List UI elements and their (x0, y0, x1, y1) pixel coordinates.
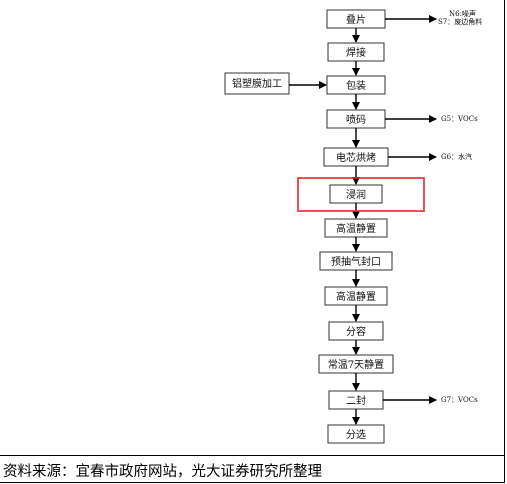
process-label: 预抽气封口 (331, 255, 381, 268)
process-flow-diagram: 叠片焊接包装喷码电芯烘烤浸润高温静置预抽气封口高温静置分容常温7天静置二封分选铝… (224, 9, 482, 444)
process-label: 二封 (346, 394, 366, 407)
process-label: 叠片 (346, 13, 366, 26)
process-label: 分选 (346, 428, 366, 441)
process-label: 高温静置 (336, 290, 376, 303)
output-label: G7：VOCs (441, 396, 478, 404)
process-label: 常温7天静置 (328, 358, 384, 371)
process-label: 浸润 (346, 188, 366, 201)
process-label: 喷码 (346, 114, 366, 126)
input-box (224, 72, 290, 95)
process-box (327, 424, 385, 444)
frame-right-border (504, 0, 505, 456)
process-label: 高温静置 (336, 222, 376, 235)
output-label: S7：废边角料 (438, 17, 482, 26)
input-label: 铝塑膜加工 (232, 78, 282, 90)
output-label: G6：水汽 (441, 152, 472, 161)
source-bar: 资料来源：宜春市政府网站，光大证券研究所整理 (0, 455, 505, 483)
process-label: 焊接 (346, 46, 366, 59)
output-label: N6:噪声 (449, 9, 476, 18)
process-label: 包装 (346, 79, 366, 92)
output-label: G5：VOCs (441, 115, 478, 123)
highlight-frame (297, 177, 425, 212)
source-note: 资料来源：宜春市政府网站，光大证券研究所整理 (3, 464, 322, 480)
process-label: 电芯烘烤 (336, 151, 376, 164)
process-label: 分容 (346, 325, 366, 338)
